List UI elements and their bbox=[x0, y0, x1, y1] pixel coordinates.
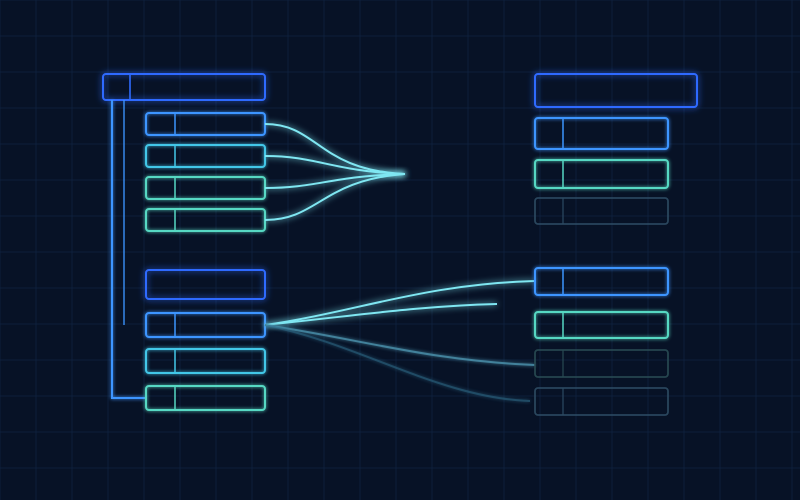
target-1-header[interactable] bbox=[534, 73, 698, 108]
group-2-row-2[interactable] bbox=[145, 348, 266, 374]
target-1 bbox=[534, 73, 698, 225]
connector-bottom-5 bbox=[264, 324, 531, 402]
connectors bbox=[264, 123, 536, 402]
connector-bottom-1 bbox=[264, 280, 536, 326]
target-2 bbox=[534, 267, 669, 416]
target-2-row-4-faded[interactable] bbox=[534, 387, 669, 416]
group-1-row-4[interactable] bbox=[145, 208, 266, 232]
connector-top-3 bbox=[264, 173, 406, 189]
group-1-header[interactable] bbox=[102, 73, 266, 101]
group-2 bbox=[112, 269, 266, 411]
connector-top-4 bbox=[264, 173, 406, 221]
group-2-row-3[interactable] bbox=[145, 385, 266, 411]
target-1-row-3-faded[interactable] bbox=[534, 197, 669, 225]
connector-bottom-4 bbox=[264, 324, 536, 366]
group-2-row-1[interactable] bbox=[145, 312, 266, 338]
target-1-row-1[interactable] bbox=[534, 117, 669, 150]
connector-top-2 bbox=[264, 155, 406, 175]
group-2-header[interactable] bbox=[145, 269, 266, 300]
target-1-row-2[interactable] bbox=[534, 159, 669, 189]
right-tables bbox=[534, 73, 698, 416]
connector-bottom-2 bbox=[264, 303, 498, 326]
group-1-row-1[interactable] bbox=[145, 112, 266, 136]
tree-spine bbox=[111, 100, 146, 399]
target-2-row-3-faded[interactable] bbox=[534, 349, 669, 378]
group-1-row-2[interactable] bbox=[145, 144, 266, 168]
connector-top-1 bbox=[264, 123, 406, 175]
target-2-row-2[interactable] bbox=[534, 311, 669, 339]
target-2-row-1[interactable] bbox=[534, 267, 669, 296]
